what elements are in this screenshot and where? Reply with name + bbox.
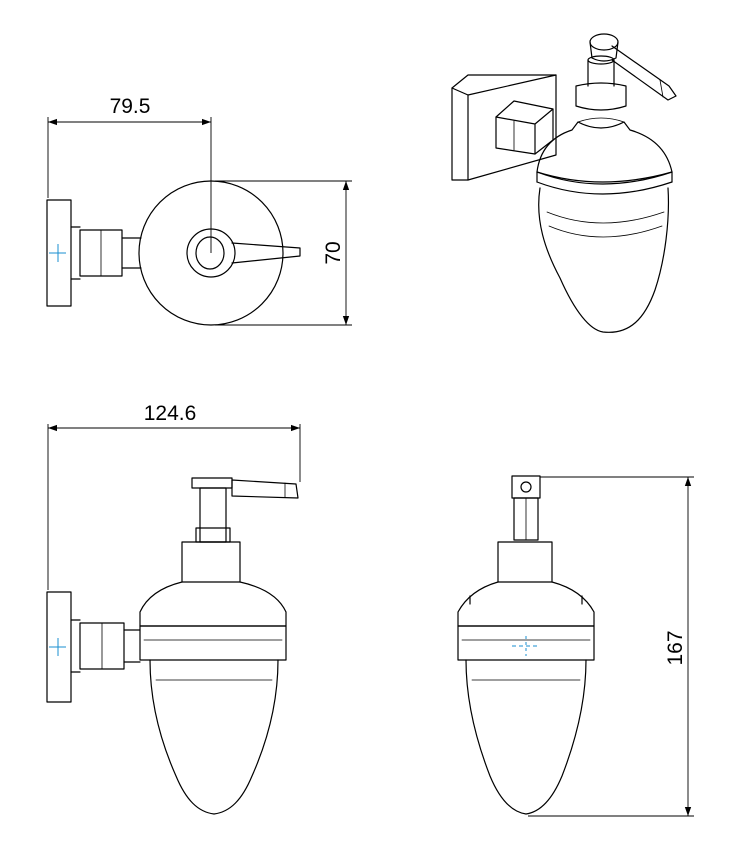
iso-nozzle [611,45,677,101]
iso-glass-bowl [538,187,670,333]
side-wall-plate [46,591,72,703]
end-lid [457,581,595,627]
isometric-view [451,33,677,333]
iso-mount-block [495,100,554,155]
side-lid [139,581,287,627]
end-pump-head [511,475,541,499]
end-glass-bowl [465,659,587,815]
dimension-label-124.6: 124.6 [144,402,197,425]
side-collar [181,541,241,583]
dimension-label-70: 70 [322,241,345,264]
end-collar [497,541,553,583]
dimension-label-167: 167 [664,630,687,665]
side-nozzle [231,479,299,499]
end-lid-band [457,625,595,661]
iso-wall-plate [451,74,557,181]
end-view: 167 [457,475,694,817]
iso-collar [575,82,627,111]
dimension-label-79.5: 79.5 [110,95,151,118]
side-glass-bowl [149,659,279,815]
pump-head [195,236,225,270]
side-view: 124.6 [46,402,301,815]
side-pump-head [191,477,233,489]
iso-lid [536,121,673,185]
side-pump-stem [199,487,227,543]
wall-plate [46,199,72,307]
top-view: 79.5 70 [46,95,352,326]
nozzle [231,242,301,264]
side-lid-band [139,625,287,661]
